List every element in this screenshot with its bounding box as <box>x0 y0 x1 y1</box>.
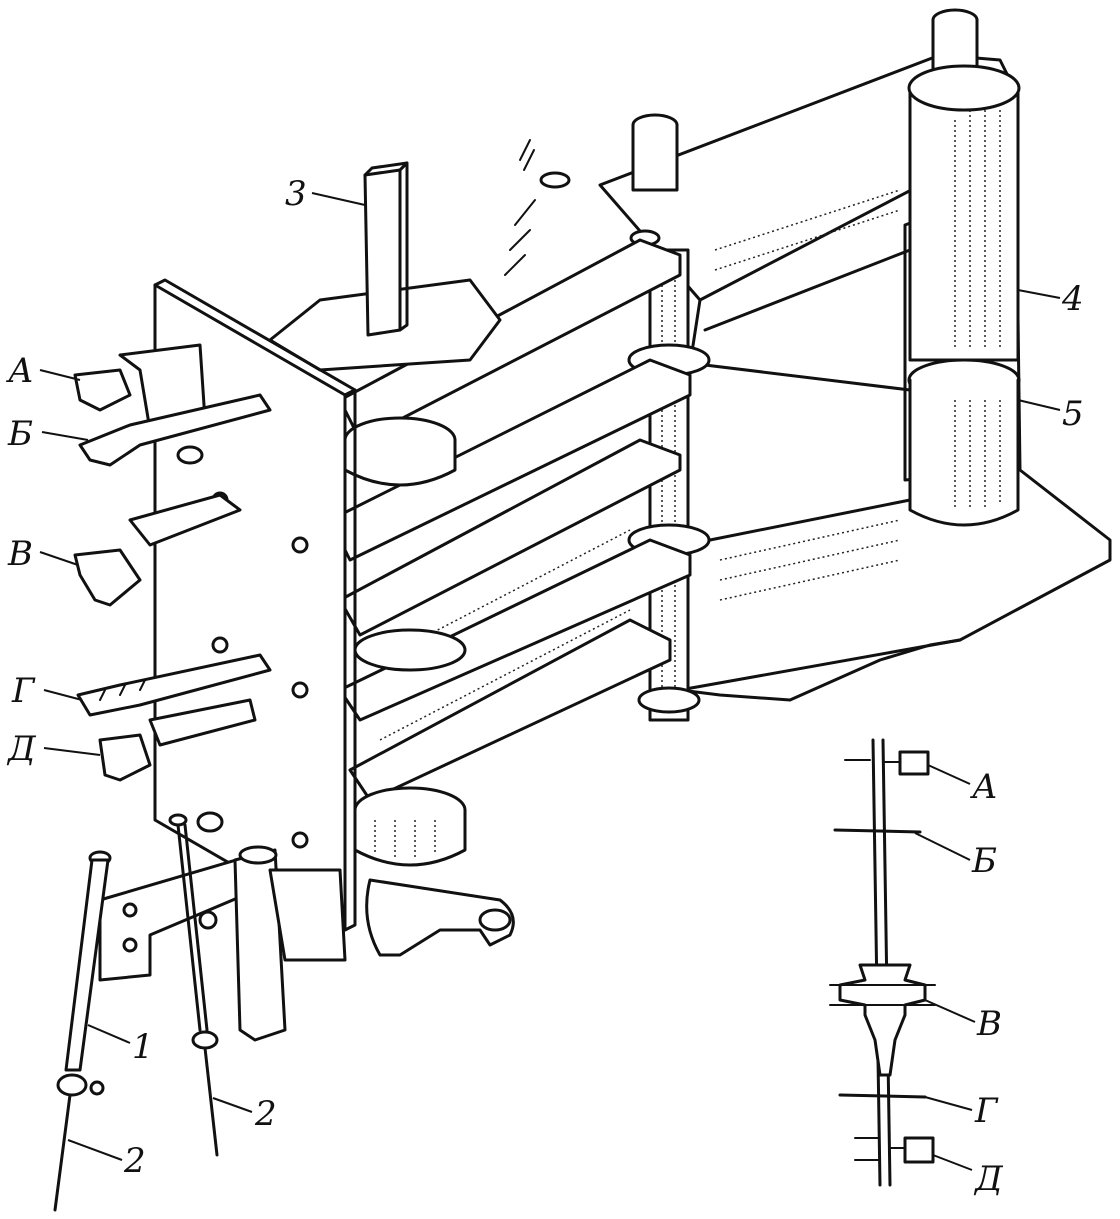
label-4: 4 <box>1061 279 1084 319</box>
inset-schematic <box>829 738 936 1187</box>
rod-1 <box>53 850 112 1212</box>
contact-board <box>153 278 357 932</box>
lever-stack <box>328 238 692 802</box>
label-g: Г <box>11 671 36 711</box>
label-2-right: 2 <box>254 1094 277 1134</box>
contact-springs <box>73 343 272 833</box>
label-v: В <box>7 534 33 574</box>
rod-2 <box>168 813 219 1157</box>
post-5 <box>907 358 1021 527</box>
cams <box>343 416 515 957</box>
inset-label-g: Г <box>974 1091 999 1131</box>
inset-label-d: Д <box>973 1159 1004 1199</box>
post-4 <box>907 8 1021 362</box>
labels: А Б В Г Д 3 4 5 1 2 2 <box>6 174 1084 1181</box>
label-d: Д <box>6 729 37 769</box>
inset-label-a: А <box>970 767 998 807</box>
label-1: 1 <box>132 1027 154 1067</box>
label-b: Б <box>7 414 33 454</box>
pivot-pins <box>539 113 679 247</box>
inset-label-v: В <box>976 1004 1002 1044</box>
label-3: 3 <box>285 174 307 214</box>
lower-bracket <box>98 845 347 1042</box>
label-5: 5 <box>1062 394 1084 434</box>
inset-label-b: Б <box>971 841 997 881</box>
inset-labels: А Б В Г Д <box>970 767 1004 1199</box>
leader-lines <box>39 192 1061 1171</box>
top-rotor <box>268 139 536 372</box>
label-a: А <box>6 351 34 391</box>
label-2-left: 2 <box>123 1141 146 1181</box>
